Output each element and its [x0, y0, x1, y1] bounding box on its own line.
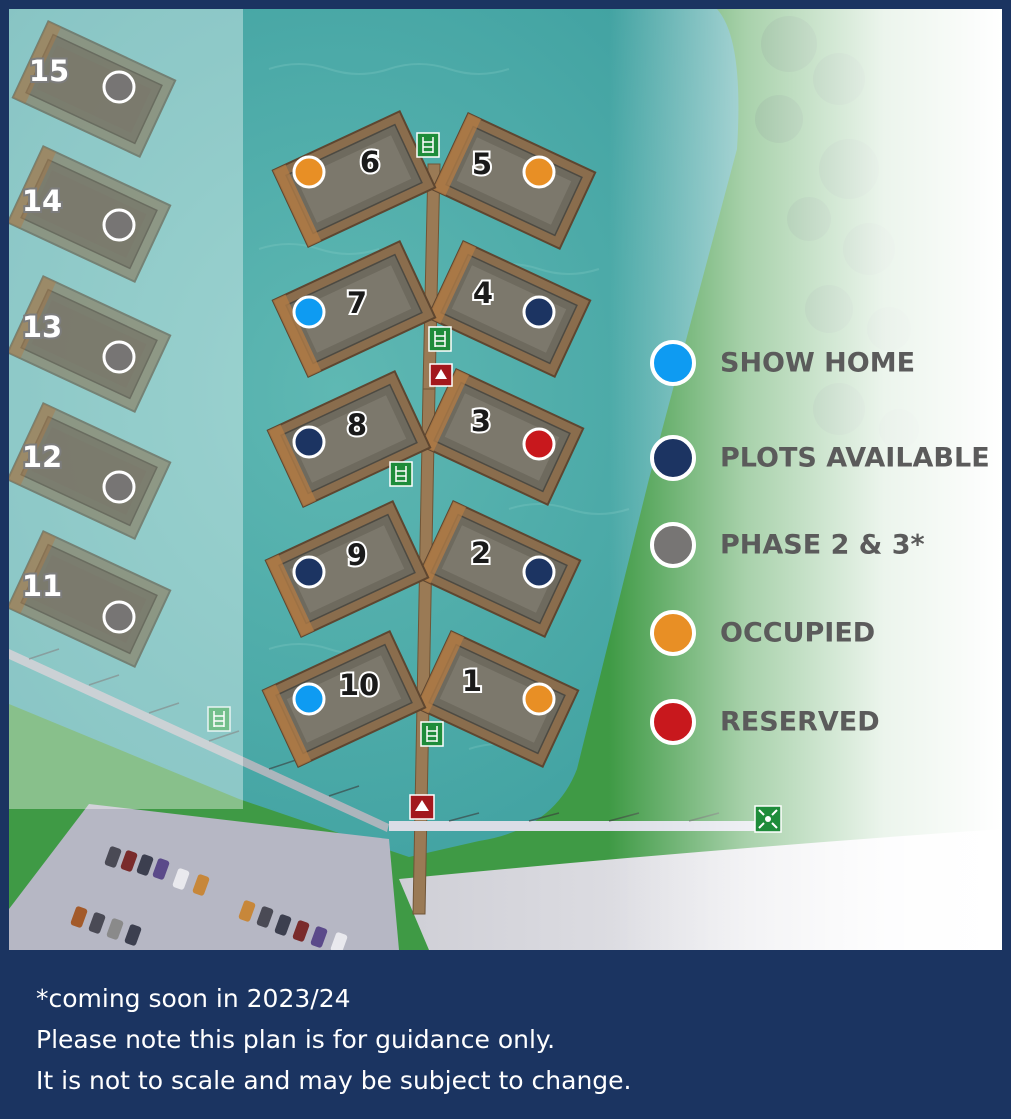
plot-house: [264, 500, 430, 638]
plot-15[interactable]: 15: [11, 20, 177, 158]
lifebuoy-sign-icon: [429, 363, 453, 387]
plot-6-number: 6: [360, 145, 380, 179]
jetty-walkway: [9, 163, 769, 915]
plot-4-status-dot: [522, 295, 556, 329]
plot-9[interactable]: 9: [264, 500, 430, 638]
plot-house: [419, 368, 585, 506]
plot-2-number: 2: [471, 536, 491, 570]
legend-swatch: [650, 340, 696, 386]
plot-house: [271, 110, 437, 248]
ladder-sign-icon: [420, 721, 444, 747]
legend-item-phase: PHASE 2 & 3*: [650, 522, 925, 568]
ladder-sign-icon: [416, 132, 440, 158]
legend-swatch: [650, 522, 696, 568]
legend-item-reserved: RESERVED: [650, 699, 880, 745]
plot-2[interactable]: 2: [416, 500, 582, 638]
legend-label: RESERVED: [720, 707, 880, 738]
legend-swatch: [650, 435, 696, 481]
legend-swatch: [650, 699, 696, 745]
plot-14[interactable]: 14: [9, 145, 172, 283]
legend-label: PLOTS AVAILABLE: [720, 443, 990, 474]
legend-item-available: PLOTS AVAILABLE: [650, 435, 990, 481]
note-scale: It is not to scale and may be subject to…: [36, 1066, 632, 1095]
plot-house: [431, 112, 597, 250]
parked-cars: [70, 846, 348, 950]
legend-swatch: [650, 610, 696, 656]
plot-11-status-dot: [102, 600, 136, 634]
plot-15-status-dot: [102, 70, 136, 104]
plot-3-number: 3: [471, 404, 491, 438]
plot-5-status-dot: [522, 155, 556, 189]
assembly-point-icon: [754, 805, 782, 833]
plot-1-number: 1: [462, 664, 482, 698]
plot-4-number: 4: [473, 276, 493, 310]
plot-11[interactable]: 11: [9, 530, 172, 668]
plot-12-number: 12: [22, 440, 62, 474]
legend-item-show-home: SHOW HOME: [650, 340, 915, 386]
note-coming-soon: *coming soon in 2023/24: [36, 984, 351, 1013]
plot-5[interactable]: 5: [431, 112, 597, 250]
legend-label: PHASE 2 & 3*: [720, 530, 925, 561]
plot-house: [426, 240, 592, 378]
plot-10[interactable]: 10: [261, 630, 427, 768]
plot-7-status-dot: [292, 295, 326, 329]
legend-label: SHOW HOME: [720, 348, 915, 379]
lifebuoy-sign-icon: [409, 794, 435, 820]
plot-14-status-dot: [102, 208, 136, 242]
plot-1-status-dot: [522, 682, 556, 716]
plot-7-number: 7: [347, 286, 367, 320]
plot-4[interactable]: 4: [426, 240, 592, 378]
plot-13-number: 13: [22, 310, 62, 344]
plot-house: [414, 630, 580, 768]
plot-7[interactable]: 7: [271, 240, 437, 378]
plot-10-status-dot: [292, 682, 326, 716]
plot-6[interactable]: 6: [271, 110, 437, 248]
plot-10-number: 10: [339, 668, 379, 702]
plot-house: [416, 500, 582, 638]
ladder-sign-icon: [428, 326, 452, 352]
plot-house: [271, 240, 437, 378]
plot-9-number: 9: [347, 538, 367, 572]
plot-13-status-dot: [102, 340, 136, 374]
plot-12[interactable]: 12: [9, 402, 172, 540]
plot-14-number: 14: [22, 184, 62, 218]
plot-house: [266, 370, 432, 508]
legend-item-occupied: OCCUPIED: [650, 610, 875, 656]
plot-3[interactable]: 3: [419, 368, 585, 506]
plot-13[interactable]: 13: [9, 275, 172, 413]
legend: SHOW HOME PLOTS AVAILABLE PHASE 2 & 3* OCCU…: [650, 340, 990, 745]
plot-house: [11, 20, 177, 158]
plot-3-status-dot: [522, 427, 556, 461]
plot-11-number: 11: [22, 569, 62, 603]
plot-house: [261, 630, 427, 768]
note-guidance: Please note this plan is for guidance on…: [36, 1025, 556, 1054]
plot-15-number: 15: [29, 54, 69, 88]
ladder-sign-icon: [389, 461, 413, 487]
plot-8-number: 8: [347, 408, 367, 442]
plot-8-status-dot: [292, 425, 326, 459]
plot-5-number: 5: [472, 147, 492, 181]
plot-12-status-dot: [102, 470, 136, 504]
plot-1[interactable]: 1: [414, 630, 580, 768]
ladder-sign-icon: [207, 706, 231, 732]
plot-8[interactable]: 8: [266, 370, 432, 508]
legend-label: OCCUPIED: [720, 618, 875, 649]
footnotes: *coming soon in 2023/24 Please note this…: [36, 978, 996, 1101]
plot-2-status-dot: [522, 555, 556, 589]
plot-6-status-dot: [292, 155, 326, 189]
plot-9-status-dot: [292, 555, 326, 589]
